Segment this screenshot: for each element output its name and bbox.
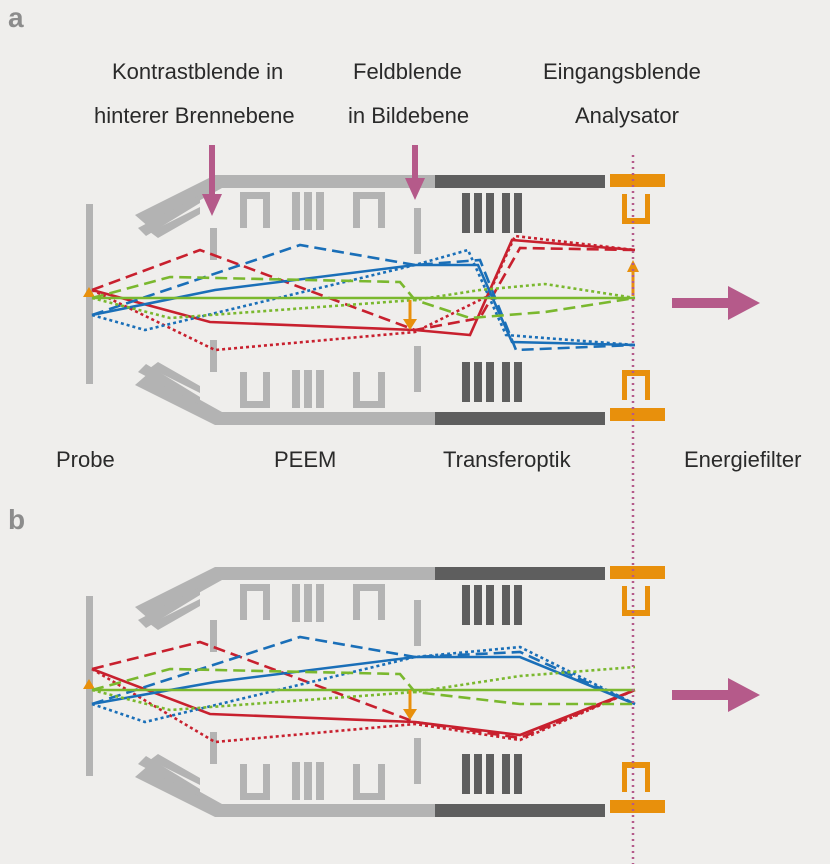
contrast-aperture-label-line2: hinterer Brennebene [94, 103, 295, 128]
section-label-sample: Probe [56, 447, 115, 472]
contrast-aperture-label-line1: Kontrastblende in [112, 59, 284, 84]
entrance-aperture-label-line2: Analysator [575, 103, 679, 128]
panel-a-pointer-field-aperture-icon [405, 145, 425, 200]
panel-letter-a: a [8, 2, 24, 33]
entrance-aperture-label-line1: Eingangsblende [543, 59, 701, 84]
panel-a-image-point-icon [403, 260, 639, 330]
panel-a-pointer-contrast-aperture-icon [202, 145, 222, 216]
field-aperture-label-line1: Feldblende [353, 59, 462, 84]
panel-a-rays [91, 234, 636, 352]
section-label-transfer: Transferoptik [443, 447, 571, 472]
section-label-peem: PEEM [274, 447, 337, 472]
panel-b-image-point-icon [403, 690, 417, 720]
section-label-energy-filter: Energiefilter [684, 447, 802, 472]
field-aperture-label-line2: in Bildebene [348, 103, 470, 128]
panel-b-rays [91, 635, 636, 744]
panel-letter-b: b [8, 504, 26, 535]
